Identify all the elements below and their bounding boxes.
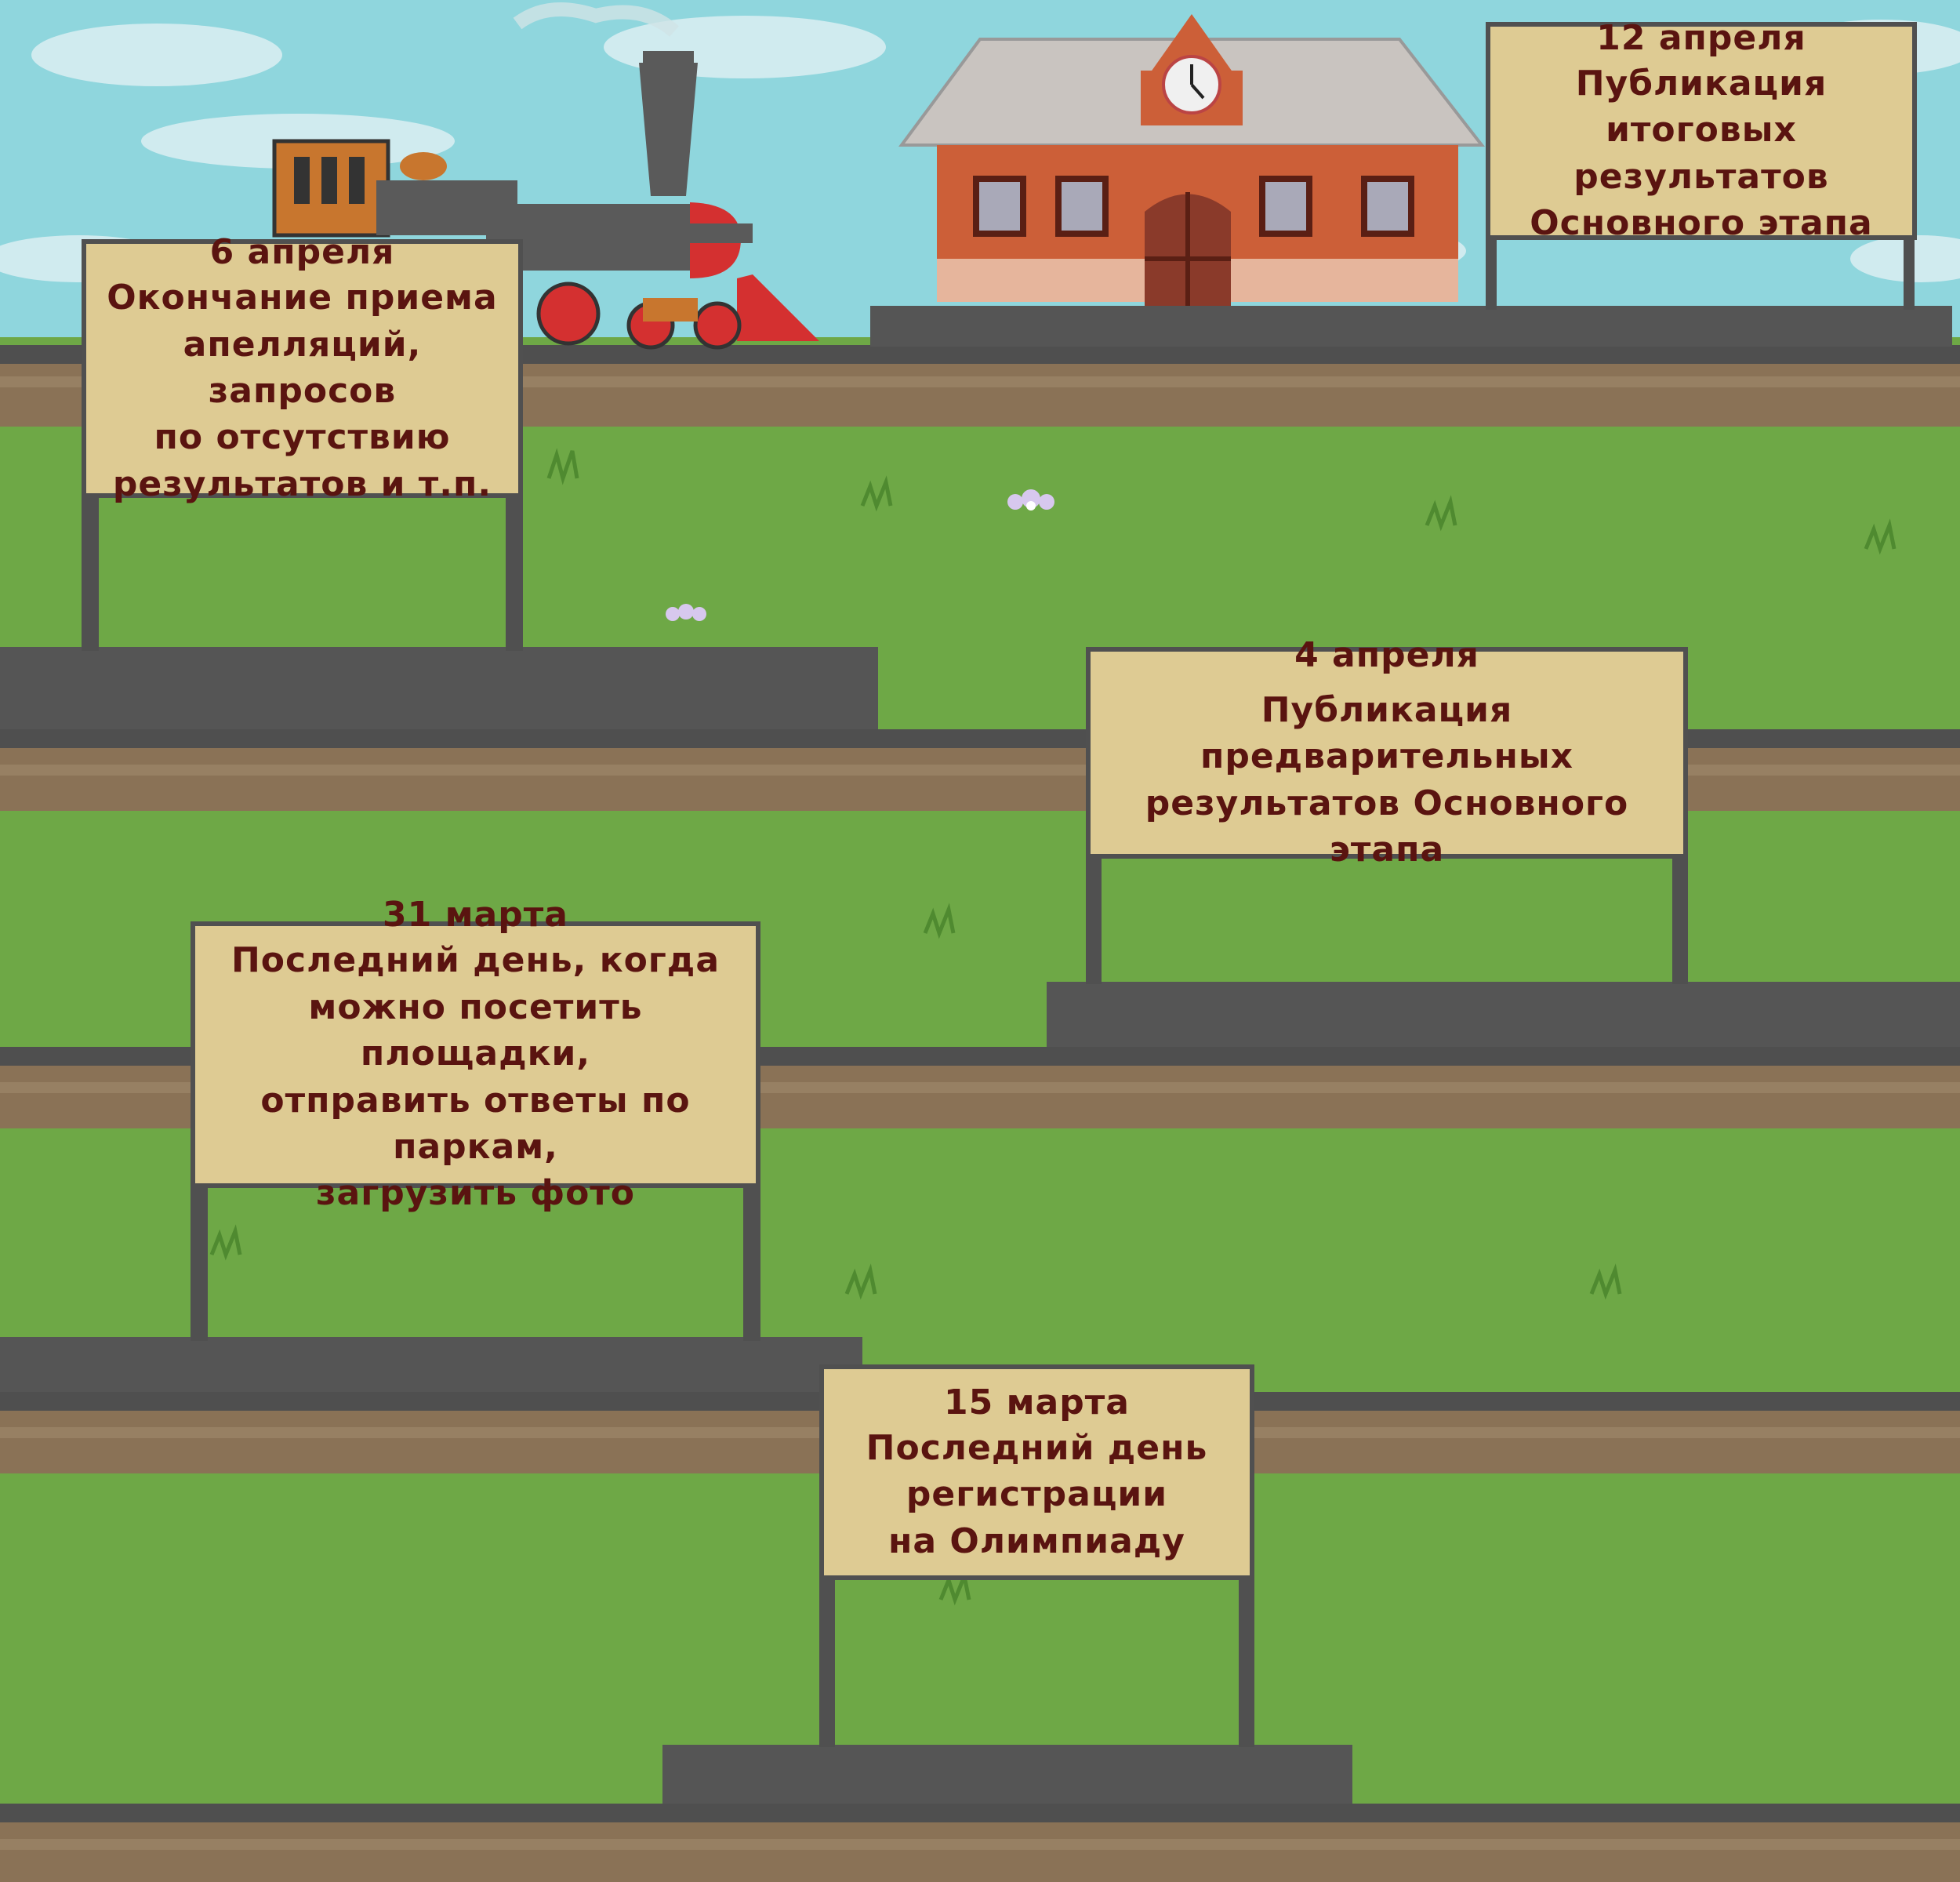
platform-5 — [662, 1745, 1352, 1804]
sign-4-april: 4 апреля Публикация предварительных резу… — [1086, 635, 1688, 870]
sign-31-march: 31 марта Последний день, когда можно пос… — [191, 895, 760, 1213]
event-date: 6 апреля — [209, 231, 395, 272]
track-5 — [0, 1804, 1960, 1882]
sign-posts — [82, 235, 1915, 1747]
flower-icon — [666, 489, 1054, 621]
platform-3 — [1047, 982, 1960, 1047]
platform-2 — [0, 647, 878, 729]
station-building-icon — [898, 14, 1486, 306]
event-text: Окончание приема апелляций, запросов по … — [107, 278, 498, 504]
event-text: Публикация итоговых результатов Основног… — [1530, 63, 1873, 243]
event-date: 4 апреля — [1294, 634, 1479, 675]
event-date: 15 марта — [944, 1382, 1130, 1422]
platform-4 — [0, 1337, 862, 1392]
event-text: Публикация предварительных результатов О… — [1145, 689, 1629, 870]
sign-15-march: 15 марта Последний день регистрации на О… — [819, 1364, 1254, 1580]
sign-12-april: 12 апреля Публикация итоговых результато… — [1486, 18, 1917, 243]
grass-tufts — [209, 448, 1896, 1606]
event-text: Последний день регистрации на Олимпиаду — [866, 1428, 1208, 1561]
event-text: Последний день, когда можно посетить пло… — [230, 940, 720, 1214]
platform-1 — [870, 306, 1952, 347]
event-date: 12 апреля — [1596, 17, 1806, 58]
sign-6-april: 6 апреля Окончание приема апелляций, зап… — [82, 232, 523, 504]
event-date: 31 марта — [383, 895, 568, 936]
